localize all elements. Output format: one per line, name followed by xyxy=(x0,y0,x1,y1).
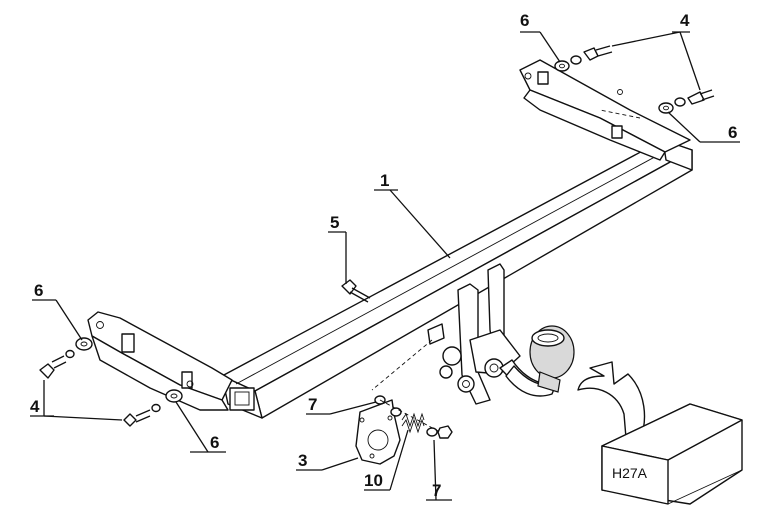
callout-7-left: 7 xyxy=(308,395,317,414)
callout-6-top: 6 xyxy=(520,11,529,30)
socket-plate xyxy=(355,399,401,465)
leader-lines xyxy=(30,31,740,501)
tow-ball xyxy=(529,325,575,393)
callout-7-bottom: 7 xyxy=(432,481,441,500)
callout-4-left: 4 xyxy=(30,397,40,416)
callout-6-bottom: 6 xyxy=(210,433,219,452)
model-code-label: H27A xyxy=(612,465,648,481)
left-side-bracket xyxy=(87,311,233,411)
callout-6-right: 6 xyxy=(728,123,737,142)
callout-5: 5 xyxy=(330,213,339,232)
callout-6-left: 6 xyxy=(34,281,43,300)
direction-arrow xyxy=(577,361,646,441)
model-box xyxy=(601,403,743,505)
callout-10: 10 xyxy=(364,471,383,490)
callout-3: 3 xyxy=(298,451,307,470)
right-side-bracket xyxy=(519,59,691,161)
callout-1: 1 xyxy=(380,171,389,190)
spring xyxy=(401,412,425,434)
assembly-lines xyxy=(371,109,641,433)
callout-4-top: 4 xyxy=(680,11,690,30)
cross-beam xyxy=(221,139,693,419)
tow-neck xyxy=(427,263,557,405)
left-fasteners xyxy=(39,337,183,427)
top-fasteners xyxy=(554,45,715,114)
